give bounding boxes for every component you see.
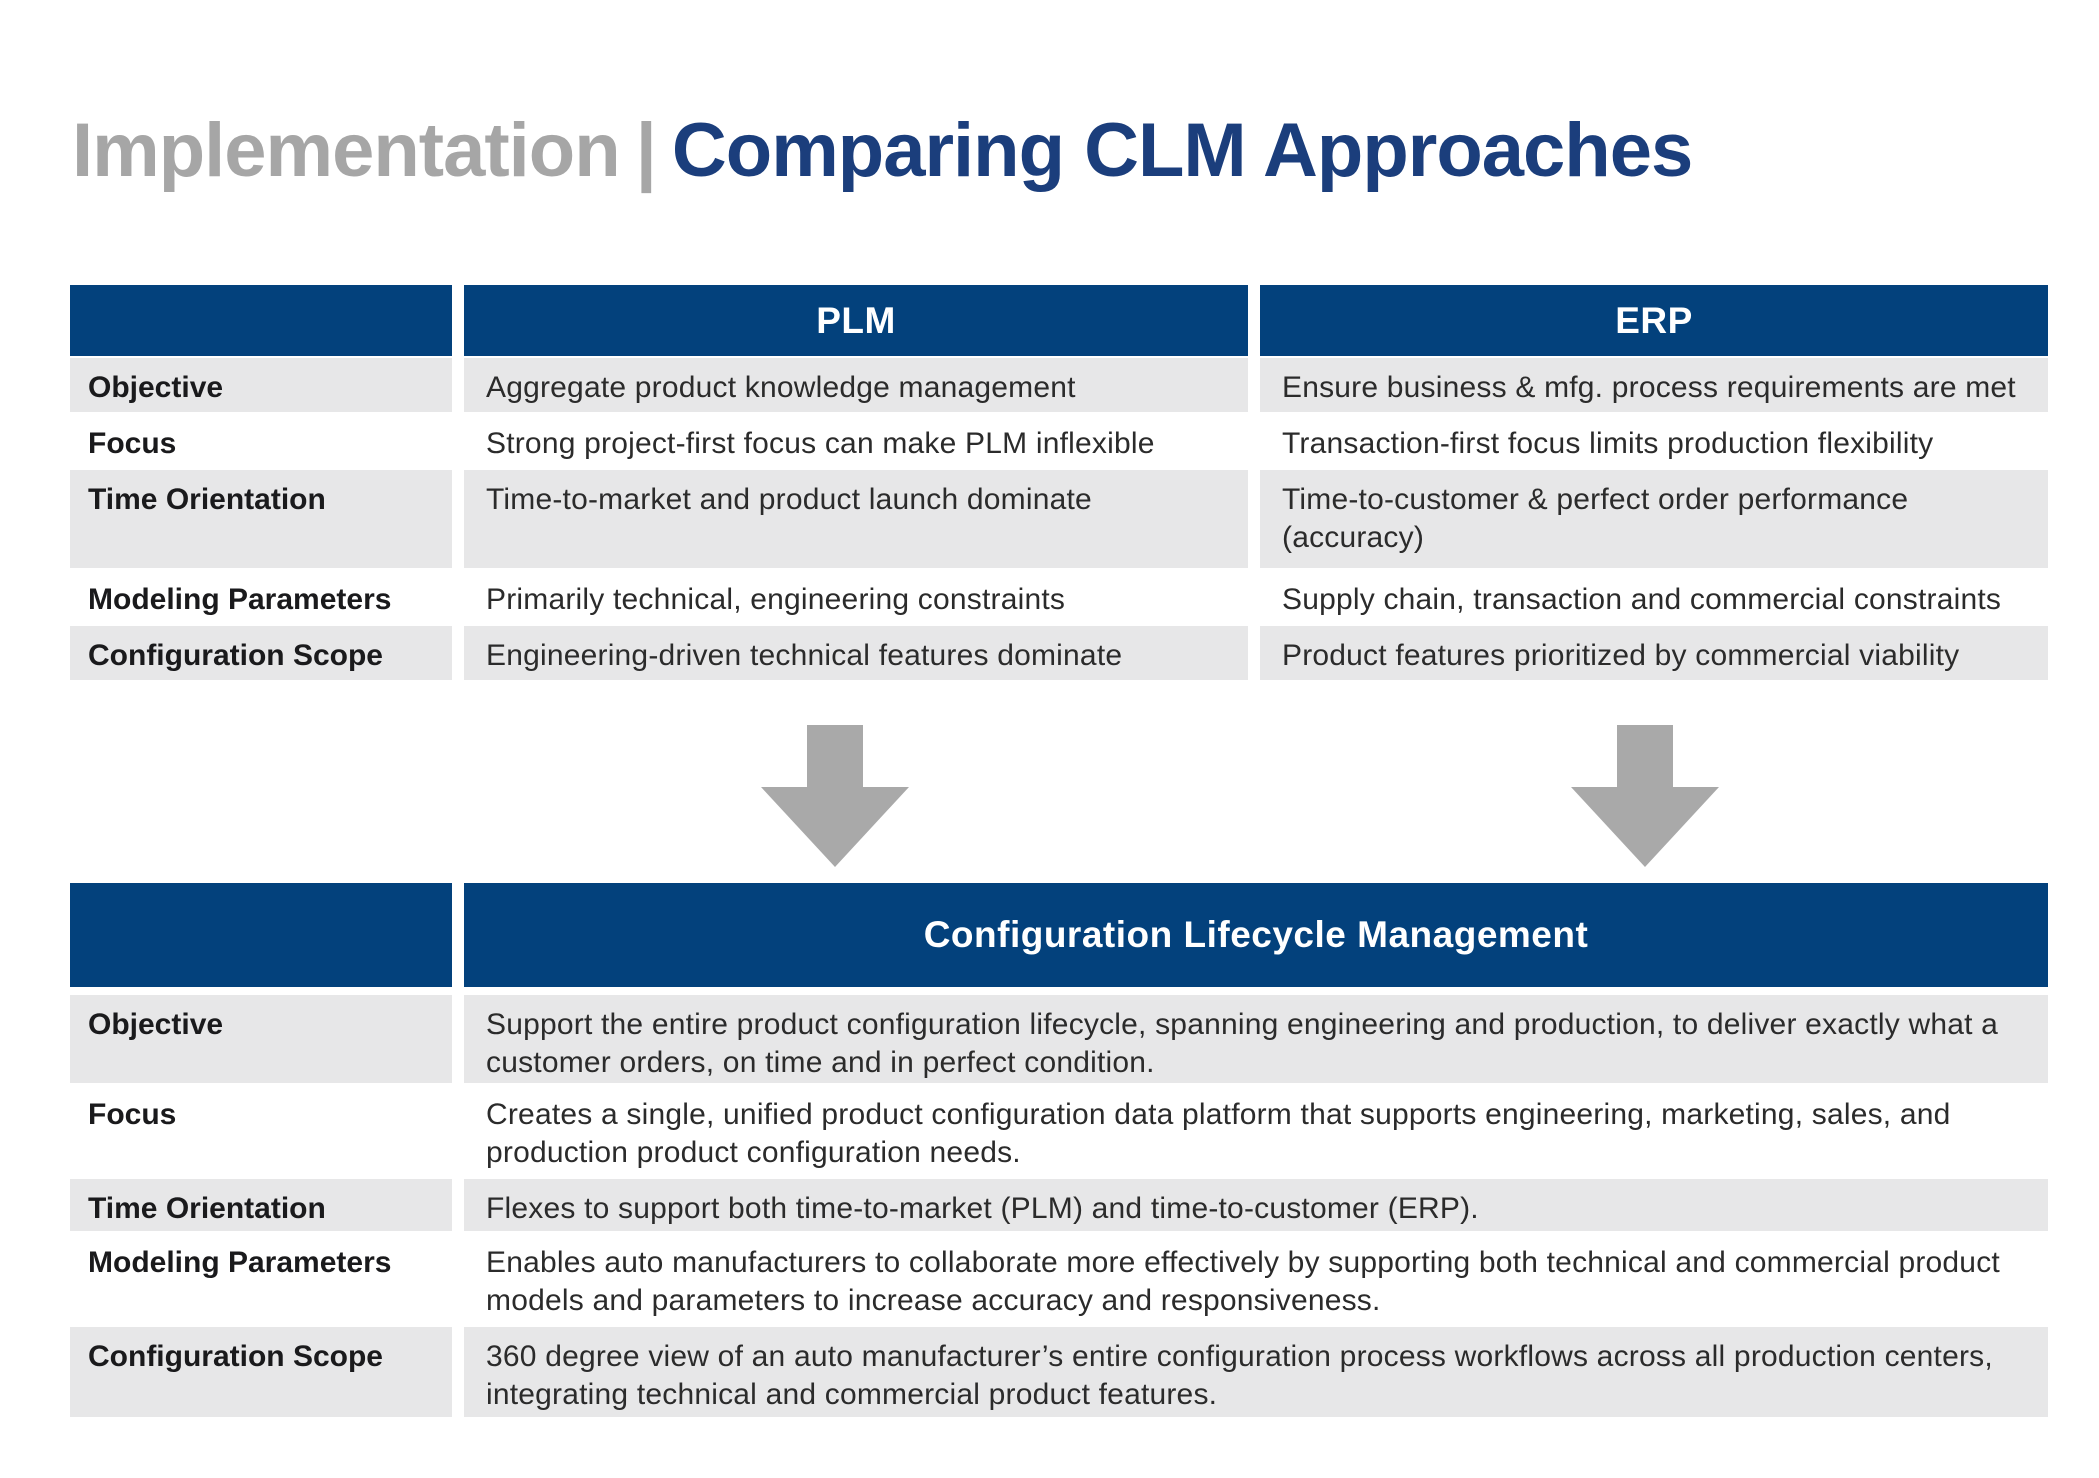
erp-cell: Product features prioritized by commerci… [1260,626,2048,680]
plm-cell: Time-to-market and product launch domina… [464,470,1248,568]
column-header-erp: ERP [1260,285,2048,356]
plm-cell: Aggregate product knowledge management [464,358,1248,412]
arrow-stem [1617,725,1673,787]
table-row: Modeling Parameters Primarily technical,… [70,570,2048,624]
clm-cell: Enables auto manufacturers to collaborat… [464,1233,2048,1325]
row-label: Configuration Scope [70,626,452,680]
erp-cell: Supply chain, transaction and commercial… [1260,570,2048,624]
row-label: Modeling Parameters [70,1233,452,1325]
table-header-row: Configuration Lifecycle Management [70,883,2048,987]
arrow-stem [807,725,863,787]
row-label: Focus [70,1085,452,1177]
clm-cell: Support the entire product configuration… [464,995,2048,1083]
comparison-table: PLM ERP Objective Aggregate product know… [70,285,2048,682]
plm-cell: Strong project-first focus can make PLM … [464,414,1248,468]
title-main: Comparing CLM Approaches [671,107,1693,193]
table-row: Configuration Scope 360 degree view of a… [70,1327,2048,1417]
header-spacer-cell [70,883,452,987]
clm-cell: Flexes to support both time-to-market (P… [464,1179,2048,1231]
table-row: Time Orientation Time-to-market and prod… [70,470,2048,568]
header-spacer-cell [70,285,452,356]
clm-cell: 360 degree view of an auto manufacturer’… [464,1327,2048,1417]
plm-cell: Engineering-driven technical features do… [464,626,1248,680]
table-row: Configuration Scope Engineering-driven t… [70,626,2048,680]
row-label: Time Orientation [70,470,452,568]
table-row: Focus Creates a single, unified product … [70,1085,2048,1177]
title-divider: | [635,107,657,193]
row-label: Focus [70,414,452,468]
table-row: Time Orientation Flexes to support both … [70,1179,2048,1231]
table-row: Objective Support the entire product con… [70,995,2048,1083]
row-label: Objective [70,358,452,412]
plm-cell: Primarily technical, engineering constra… [464,570,1248,624]
arrow-head [1571,787,1719,867]
table-row: Focus Strong project-first focus can mak… [70,414,2048,468]
row-label: Modeling Parameters [70,570,452,624]
erp-cell: Ensure business & mfg. process requireme… [1260,358,2048,412]
table-row: Objective Aggregate product knowledge ma… [70,358,2048,412]
table-row: Modeling Parameters Enables auto manufac… [70,1233,2048,1325]
clm-cell: Creates a single, unified product config… [464,1085,2048,1177]
title-section: Implementation [72,107,621,193]
erp-cell: Time-to-customer & perfect order perform… [1260,470,2048,568]
table-header-row: PLM ERP [70,285,2048,356]
erp-cell: Transaction-first focus limits productio… [1260,414,2048,468]
row-label: Time Orientation [70,1179,452,1231]
row-label: Configuration Scope [70,1327,452,1417]
clm-table: Configuration Lifecycle Management Objec… [70,883,2048,1419]
row-label: Objective [70,995,452,1083]
column-header-clm: Configuration Lifecycle Management [464,883,2048,987]
page-title: Implementation|Comparing CLM Approaches [72,107,1693,194]
arrow-head [761,787,909,867]
column-header-plm: PLM [464,285,1248,356]
